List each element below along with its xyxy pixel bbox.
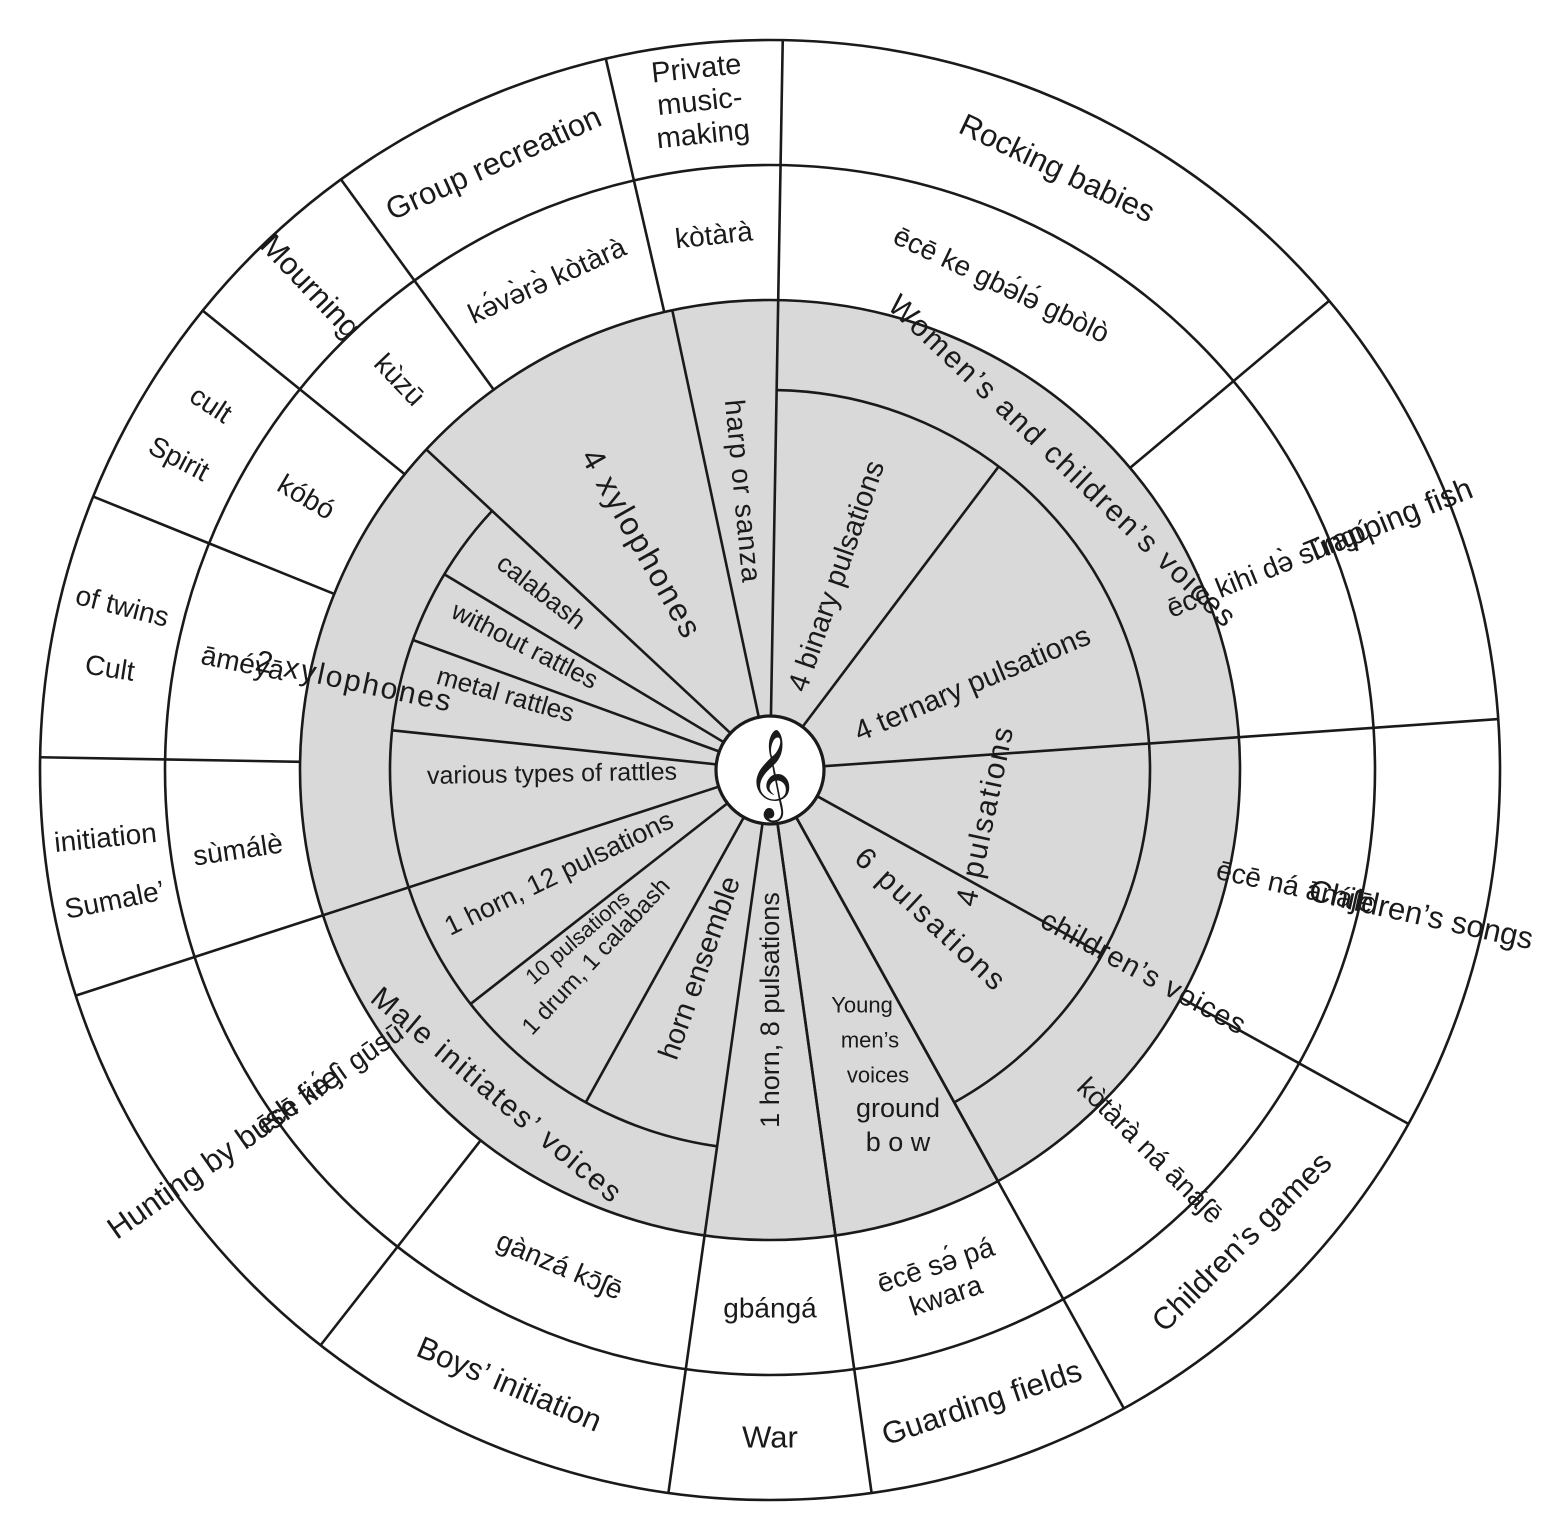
group-arc-womens-and-childrens-voices [776,388,1151,744]
outer-divider-childrens-games [1298,1062,1410,1126]
inner-divider-6-pulsations [816,795,1103,956]
outer-label-rocking-babies: Rocking babies [954,107,1160,230]
middle-divider-ameya [165,758,301,764]
middle-divider-kevere-kotara [413,279,495,391]
middle-label-kuzu: kùzū [368,348,431,412]
sector-label-young-mens-voices-ground-bow-line-4: ground [856,1093,940,1123]
inner-divider-4-xylophones [425,448,732,735]
inner-divider-151 [795,816,999,1182]
sector-label-young-mens-voices-ground-bow-line-5: b o w [866,1127,931,1157]
middle-label-gbanga: gbángá [723,1293,817,1324]
inner-divider-4-binary-pulsations [769,300,780,717]
inner-disc-edge [298,298,1242,1242]
inner-divider-without-rattles [412,638,720,753]
middle-divider-ganza-koje [684,1235,706,1370]
middle-label-kotara: kòtàrà [673,215,754,254]
middle-divider-ece-na-anaje [1238,726,1374,739]
outer-label-war: War [742,1420,798,1455]
outer-divider-childrens-songs [1373,717,1499,730]
sector-label-1-horn-8-pulsations: 1 horn, 8 pulsations [755,892,785,1128]
outer-divider-spirit-cult [92,495,210,545]
group-arc-male-initiates-voices [407,887,718,1148]
group-arc-2-xylophones [388,509,494,888]
outer-label-spirit-cult-line-1: Spirit [144,430,215,487]
outer-label-guarding-fields: Guarding fields [877,1353,1086,1452]
middle-divider-ece-kihi-de-sungu [1129,380,1235,469]
inner-divider-4-ternary-pulsations [801,465,1000,728]
inner-divider-various-types-of-rattles [322,785,720,917]
inner-divider-1-horn-12-pulsations [469,802,729,1005]
middle-label-kevere-kotara: kə́və̀rə̀ kòtàrà [463,231,631,330]
outer-ring-edge [38,38,1502,1502]
outer-label-spirit-cult-line-2: cult [184,379,238,429]
middle-label-kotara-na-anaje: kòtàrà ná ānáʃē [1071,1071,1229,1229]
outer-divider-hunting-by-bush-fire [319,1245,399,1347]
middle-divider-sumale [194,914,324,959]
inner-divider-172 [776,823,837,1236]
middle-divider-gbanga [834,1235,856,1370]
middle-divider-ece-se-pa-kwara [996,1180,1065,1300]
outer-divider-boys-initiation [667,1368,688,1494]
sector-label-young-mens-voices-ground-bow-line-1: Young [831,993,893,1018]
outer-divider-trapping-fish [1232,299,1331,383]
sector-label-young-mens-voices-ground-bow-line-3: voices [847,1063,909,1088]
treble-clef-icon: 𝄞 [747,729,793,823]
middle-divider-kotara-na-anaje [1180,996,1300,1065]
outer-divider-war [852,1368,873,1494]
inner-divider-harp-or-sanza [671,310,761,718]
middle-divider-ece-ke-fi-gusu [396,1139,482,1248]
middle-label-ganza-koje: gànzá kɔ̄ʃē [492,1225,627,1306]
outer-divider-mourning [201,309,301,391]
middle-divider-ece-ke-gbele-gbolo [776,165,782,301]
outer-label-cult-of-twins-line-2: of twins [73,579,173,632]
outer-label-sumale-initiation-line-1: Sumale’ [62,875,167,925]
outer-divider-cult-of-twins [40,755,166,761]
inner-divider-4-pulsations [823,735,1239,768]
outer-divider-sumale-initiation [75,955,196,997]
sector-label-various-types-of-rattles: various types of rattles [427,758,678,790]
outer-label-mourning: Mourning [254,227,368,345]
group-arc-childrens-voices [953,743,1152,1104]
outer-label-group-recreation: Group recreation [380,99,606,227]
middle-label-ece-na-anaje: ēcē ná ānáʃē [1214,854,1377,919]
middle-divider-kobo [208,542,335,596]
middle-label-ece-ke-fi-gusu: ēcē kə́ ʃì gūsū [250,1016,409,1140]
center-hub [714,714,826,826]
middle-label-sumale: sùmálè [191,827,285,871]
inner-divider-horn-ensemble [703,823,764,1236]
middle-divider-kotara [632,180,666,313]
outer-label-cult-of-twins-line-1: Cult [83,649,137,687]
sector-label-young-mens-voices-ground-bow-line-2: men’s [841,1028,899,1053]
outer-label-sumale-initiation-line-2: initiation [53,817,158,858]
outer-divider-private-music-making [604,58,636,181]
middle-label-kobo: kóbó [272,468,340,526]
middle-ring-outer-edge [163,163,1377,1377]
inner-divider-calabash [443,573,725,744]
middle-divider-kuzu [299,388,406,476]
inner-divider-1-drum-1-calabash-10-pulsations [584,816,745,1103]
outer-divider-guarding-fields [1062,1298,1126,1410]
outer-divider-group-recreation [339,178,416,282]
inner-divider-metal-rattles [391,728,717,766]
outer-divider-rocking-babies [779,40,785,166]
